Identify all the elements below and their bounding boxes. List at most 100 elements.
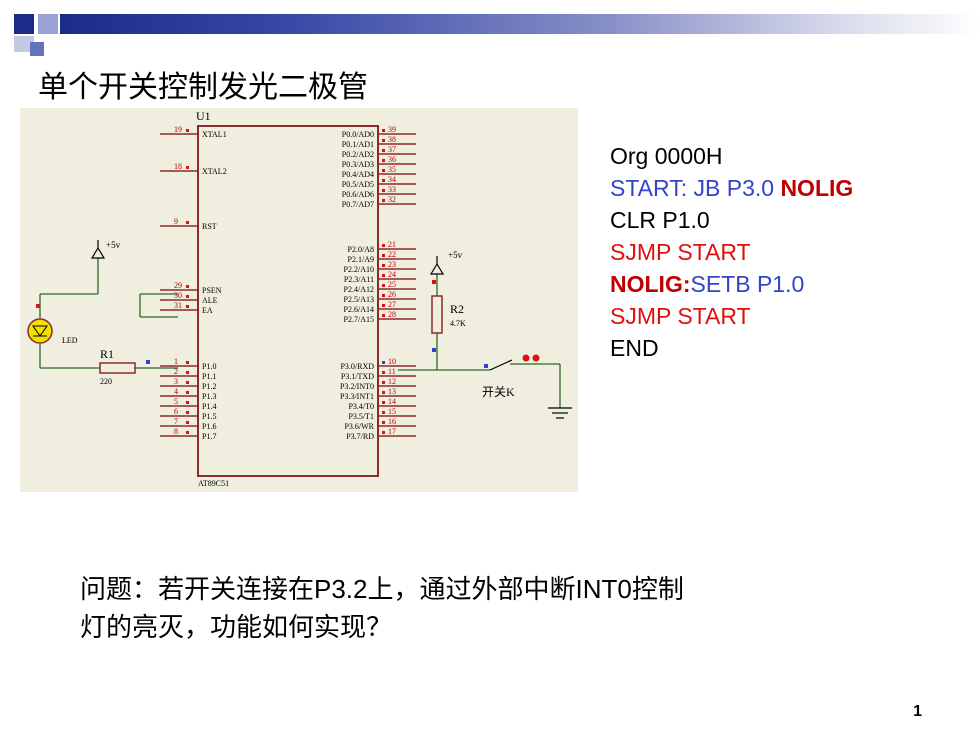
probe-marker-blue <box>146 360 150 364</box>
question-line-2: 灯的亮灭，功能如何实现？ <box>80 612 393 642</box>
switch-contact-red <box>522 354 530 362</box>
pin-name: P3.3/INT1 <box>340 392 374 401</box>
pin-marker <box>186 305 189 308</box>
pin-number: 32 <box>388 195 396 204</box>
pin-marker <box>186 371 189 374</box>
probe-marker-blue <box>484 364 488 368</box>
pin-number: 33 <box>388 185 396 194</box>
r2-ref: R2 <box>450 302 464 316</box>
r2-value: 4.7K <box>450 319 466 328</box>
pin-marker <box>382 264 385 267</box>
pin-marker <box>382 391 385 394</box>
pin-name: P0.5/AD5 <box>342 180 374 189</box>
r1-resistor <box>99 362 136 374</box>
pin-marker <box>382 169 385 172</box>
slide-title: 单个开关控制发光二极管 <box>38 71 368 104</box>
schematic-svg: U1 AT89C51 19XTAL118XTAL29RST29PSEN30ALE… <box>27 109 572 488</box>
pin-marker <box>382 431 385 434</box>
pin-marker <box>382 159 385 162</box>
led-diode-mark <box>32 325 48 337</box>
header-square-mid <box>30 42 44 56</box>
pin-number: 2 <box>174 367 178 376</box>
pin-marker <box>382 254 385 257</box>
pin-name: P0.2/AD2 <box>342 150 374 159</box>
pin-marker <box>382 129 385 132</box>
pin-number: 37 <box>388 145 396 154</box>
pin-marker <box>382 411 385 414</box>
pin-number: 27 <box>388 300 396 309</box>
pin-name: P1.5 <box>202 412 216 421</box>
pin-marker <box>186 295 189 298</box>
vcc-left-symbol <box>90 240 106 259</box>
pin-name: XTAL2 <box>202 167 227 176</box>
code-start-instr: START: JB P3.0 <box>610 175 781 201</box>
assembly-code: Org 0000H START: JB P3.0 NOLIG CLR P1.0 … <box>610 140 853 364</box>
pin-marker <box>382 361 385 364</box>
probe-marker-blue <box>432 348 436 352</box>
pin-number: 10 <box>388 357 396 366</box>
pin-name: P2.3/A11 <box>344 275 374 284</box>
pin-number: 12 <box>388 377 396 386</box>
pin-marker <box>382 401 385 404</box>
pin-name: P1.2 <box>202 382 216 391</box>
pin-number: 19 <box>174 125 182 134</box>
pin-marker <box>382 274 385 277</box>
pin-number: 13 <box>388 387 396 396</box>
r2-resistor <box>431 295 443 334</box>
pin-name: P0.7/AD7 <box>342 200 374 209</box>
pin-number: 16 <box>388 417 396 426</box>
pin-name: P3.2/INT0 <box>340 382 374 391</box>
pin-number: 4 <box>174 387 178 396</box>
pin-name: P2.5/A13 <box>344 295 374 304</box>
pin-name: P3.7/RD <box>346 432 374 441</box>
pin-marker <box>186 285 189 288</box>
code-line-7: END <box>610 335 659 361</box>
pin-marker <box>186 411 189 414</box>
pin-name: P3.6/WR <box>344 422 374 431</box>
pin-number: 9 <box>174 217 178 226</box>
pin-marker <box>382 284 385 287</box>
chip-ref: U1 <box>196 109 211 123</box>
chip-body <box>197 125 379 477</box>
code-nolig-label: NOLIG: <box>610 271 691 297</box>
probe-marker-red <box>432 280 436 284</box>
pin-number: 38 <box>388 135 396 144</box>
page-number: 1 <box>913 703 922 720</box>
pin-name: P0.6/AD6 <box>342 190 374 199</box>
pin-name: P3.5/T1 <box>348 412 374 421</box>
pin-number: 22 <box>388 250 396 259</box>
pin-number: 17 <box>388 427 396 436</box>
code-line-6: SJMP START <box>610 303 751 329</box>
pin-name: P0.0/AD0 <box>342 130 374 139</box>
pin-number: 18 <box>174 162 182 171</box>
pin-number: 34 <box>388 175 396 184</box>
ground-symbol <box>548 407 572 419</box>
vcc-right-symbol <box>429 256 445 275</box>
pin-number: 3 <box>174 377 178 386</box>
pin-marker <box>382 304 385 307</box>
pin-name: EA <box>202 306 213 315</box>
pin-name: RST <box>202 222 217 231</box>
code-line-4: SJMP START <box>610 239 751 265</box>
pin-name: P2.7/A15 <box>344 315 374 324</box>
pin-marker <box>186 431 189 434</box>
header-square-light <box>14 36 34 52</box>
pin-marker <box>382 244 385 247</box>
pin-marker <box>186 221 189 224</box>
header-square-light <box>38 14 58 34</box>
pin-marker <box>186 421 189 424</box>
chip-name: AT89C51 <box>198 479 229 488</box>
pin-name: XTAL1 <box>202 130 227 139</box>
pin-marker <box>382 371 385 374</box>
pin-name: P3.1/TXD <box>341 372 374 381</box>
pin-marker <box>186 361 189 364</box>
pin-number: 14 <box>388 397 396 406</box>
pin-name: P2.4/A12 <box>344 285 374 294</box>
probe-marker-red <box>36 304 40 308</box>
pin-marker <box>186 166 189 169</box>
pin-marker <box>186 391 189 394</box>
pin-name: P1.0 <box>202 362 216 371</box>
switch-contact-red <box>532 354 540 362</box>
pin-number: 39 <box>388 125 396 134</box>
pin-number: 31 <box>174 301 182 310</box>
